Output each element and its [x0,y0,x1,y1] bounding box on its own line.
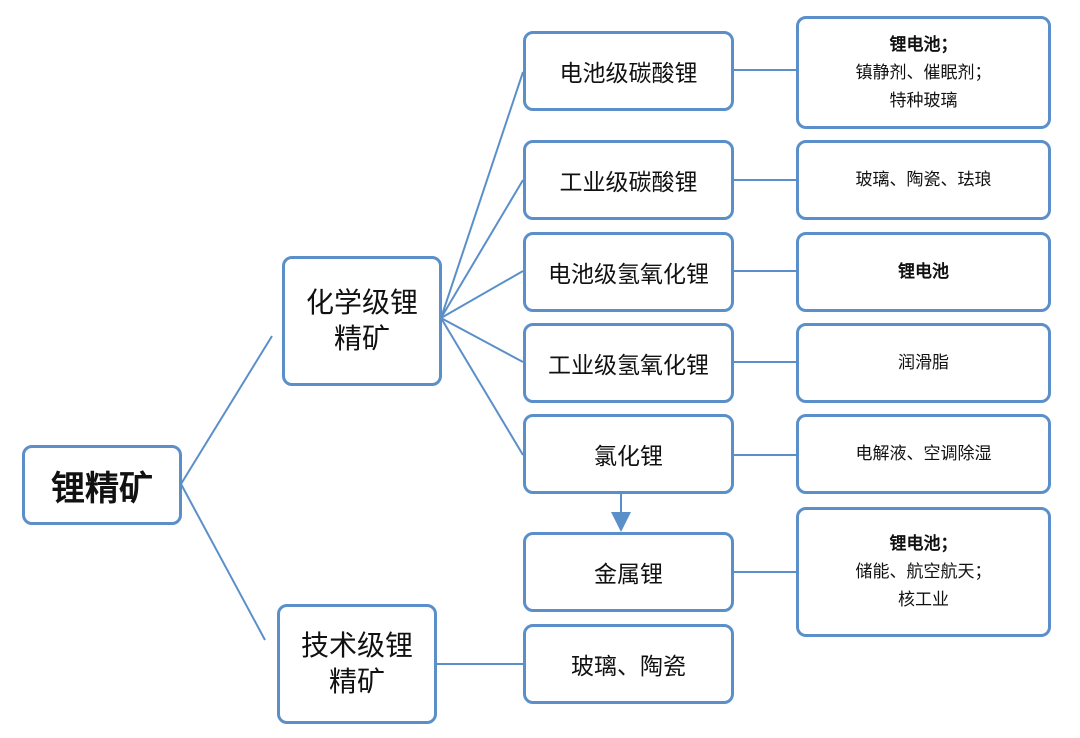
node-product: 工业级碳酸锂 [523,140,734,220]
link-root-chemical [180,335,273,485]
node-root-label: 锂精矿 [51,468,153,509]
node-chemical-grade-line2: 精矿 [333,322,390,355]
link-chem-p1 [440,179,524,319]
node-uses: 电解液、空调除湿 [796,414,1051,494]
link-chem-p3 [440,317,524,363]
node-product-label: 氯化锂 [594,444,663,470]
node-uses: 玻璃、陶瓷、珐琅 [796,140,1051,220]
use-line: 锂电池； [889,534,958,554]
node-product: 电池级氢氧化锂 [523,232,734,312]
node-product-label: 金属锂 [594,562,663,588]
use-line: 玻璃、陶瓷、珐琅 [855,170,992,190]
link-root-technical [180,483,266,641]
node-technical-grade-line2: 精矿 [328,665,385,698]
node-chemical-grade-line1: 化学级锂 [305,286,418,319]
use-line: 特种玻璃 [889,90,958,111]
link-chem-p2 [440,270,524,319]
use-line: 核工业 [898,590,949,610]
node-product: 氯化锂 [523,414,734,494]
use-line: 电解液、空调除湿 [855,444,992,464]
node-product: 电池级碳酸锂 [523,31,734,111]
node-root: 锂精矿 [22,445,182,525]
node-product: 金属锂 [523,532,734,612]
node-uses: 锂电池； 储能、航空航天； 核工业 [796,507,1051,637]
node-chemical-grade: 化学级锂 精矿 [282,256,442,386]
node-technical-product: 玻璃、陶瓷 [523,624,734,704]
link-chem-p4 [440,317,524,456]
node-product-label: 电池级氢氧化锂 [548,262,709,288]
node-technical-grade: 技术级锂 精矿 [277,604,437,724]
node-product-label: 工业级碳酸锂 [559,170,698,196]
node-product-label: 电池级碳酸锂 [559,61,698,87]
use-line: 润滑脂 [898,353,949,373]
node-uses: 锂电池 [796,232,1051,312]
node-technical-product-label: 玻璃、陶瓷 [571,654,686,680]
node-technical-grade-line1: 技术级锂 [300,629,413,662]
use-line: 锂电池 [898,262,949,282]
use-line: 锂电池； [889,34,958,55]
node-product: 工业级氢氧化锂 [523,323,734,403]
link-chem-p0 [440,71,524,319]
node-uses: 润滑脂 [796,323,1051,403]
node-uses: 锂电池； 镇静剂、催眠剂； 特种玻璃 [796,16,1051,129]
use-line: 储能、航空航天； [855,562,992,582]
use-line: 镇静剂、催眠剂； [855,62,992,83]
node-product-label: 工业级氢氧化锂 [548,353,709,379]
